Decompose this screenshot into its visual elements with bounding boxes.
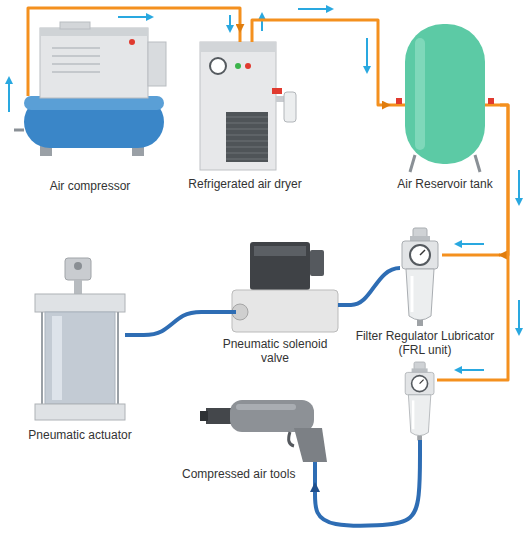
pipe-connector — [140, 312, 205, 335]
dryer-box: Refrigerated air dryer — [170, 32, 320, 193]
pipe-line — [252, 20, 390, 105]
pipe-connector — [252, 20, 390, 105]
air-tank — [390, 24, 500, 172]
compressor-box: Air compressor — [15, 18, 165, 195]
component-label: Air compressor — [15, 176, 165, 195]
frl-unit — [351, 228, 500, 326]
frl-box: Filter Regulator Lubricator (FRL unit) — [351, 228, 499, 359]
actuator-box: Pneumatic actuator — [20, 255, 140, 444]
pipe-line — [28, 8, 240, 32]
frl-unit — [405, 362, 434, 447]
flow-arrow — [9, 9, 519, 370]
pipe-line — [345, 303, 351, 307]
air-compressor — [14, 18, 166, 156]
component-label: Pneumatic solenoid valve — [205, 334, 345, 367]
component-label: Refrigerated air dryer — [170, 174, 320, 193]
component-label: Filter Regulator Lubricator (FRL unit) — [351, 326, 499, 359]
component-label: Pneumatic actuator — [20, 425, 140, 444]
component-label: Compressed air tools — [178, 464, 330, 483]
pipe-connector — [345, 305, 351, 306]
valve-box: Pneumatic solenoid valve — [205, 240, 345, 367]
air-dryer — [200, 32, 296, 170]
pipe-connector — [28, 8, 240, 32]
solenoid-valve — [205, 242, 346, 332]
pipe-connector — [315, 105, 508, 526]
tank-box: Air Reservoir tank — [390, 18, 500, 193]
pipe-line — [140, 312, 205, 335]
pipe-line — [315, 446, 420, 526]
tool-box: Compressed air tools — [178, 398, 330, 483]
pneumatic-actuator — [35, 258, 140, 420]
component-label: Air Reservoir tank — [390, 174, 500, 193]
